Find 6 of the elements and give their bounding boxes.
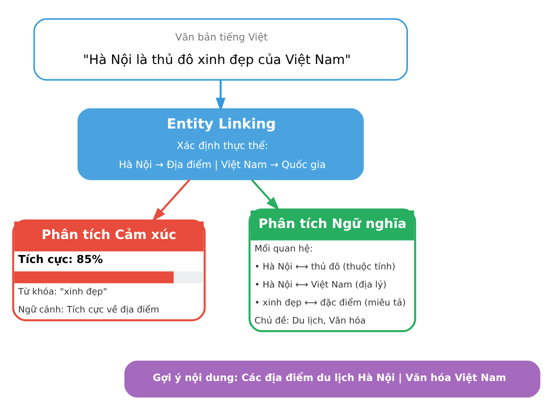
arrow [152,178,190,221]
node-box: Văn bản tiếng Việt "Hà Nội là thủ đô xinh đẹp của Việt Nam" [33,18,408,80]
arrow [251,178,280,210]
arrow [216,80,226,112]
node-box: Gợi ý nội dung: Các địa điểm du lịch Hà Nội | Văn hóa Việt Nam [124,360,540,397]
node-box: Entity Linking Xác định thực thể: Hà Nội → Địa điểm | Việt Nam → Quốc gia [78,108,364,180]
